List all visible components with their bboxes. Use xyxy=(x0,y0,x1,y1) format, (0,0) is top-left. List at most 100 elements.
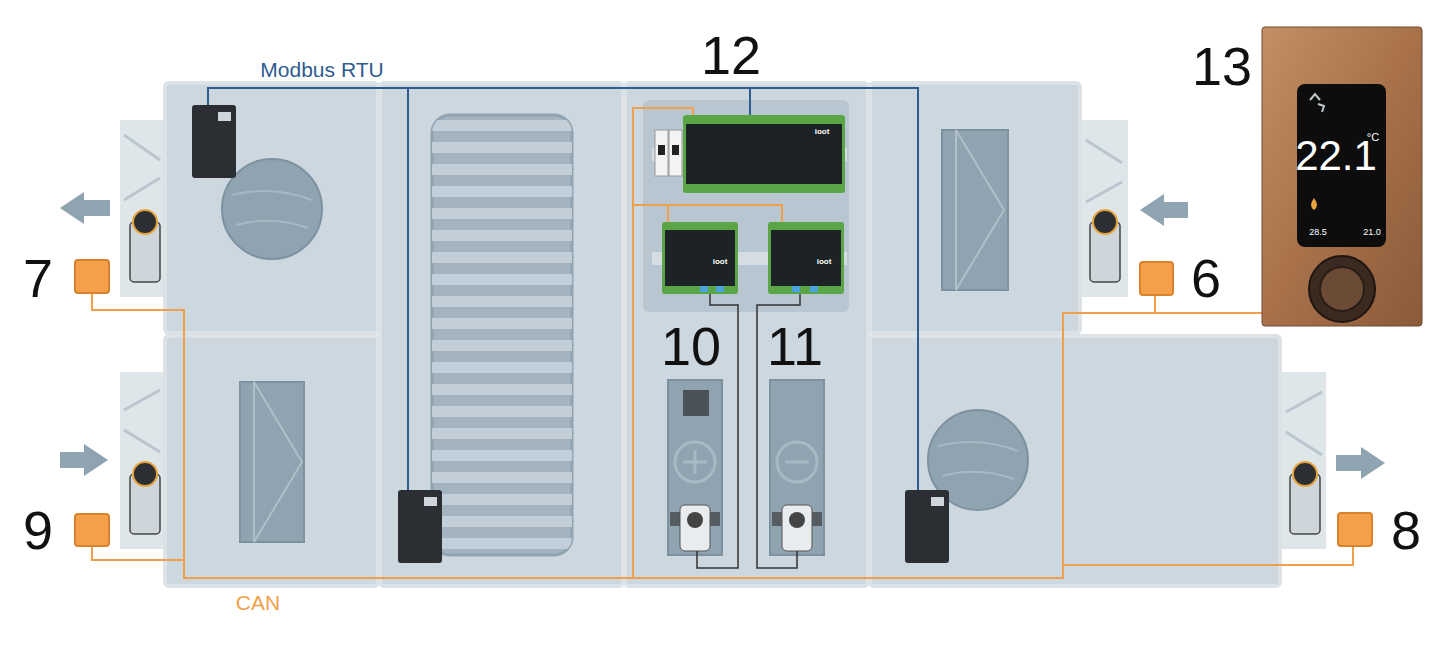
airflow-arrow xyxy=(1336,447,1385,479)
control-panel xyxy=(665,230,735,286)
display-reading: 21.0 xyxy=(1363,228,1381,237)
coil xyxy=(770,380,824,555)
heat-exchanger-plate xyxy=(432,428,572,439)
damper-actuator xyxy=(133,210,157,234)
damper-blade xyxy=(1286,432,1322,455)
modbus-wire xyxy=(208,88,918,490)
heat-exchanger-plate xyxy=(432,538,572,549)
damper-panel xyxy=(120,372,166,549)
fan xyxy=(222,159,322,259)
sensor xyxy=(75,260,1372,546)
control-panel xyxy=(658,145,665,155)
brand-logo: ioot xyxy=(817,258,832,266)
damper-panel xyxy=(120,120,166,297)
room-thermostat xyxy=(1311,198,1317,210)
control-panel xyxy=(792,286,800,292)
airflow-arrow xyxy=(60,192,110,224)
damper-actuator xyxy=(1293,462,1317,486)
pump xyxy=(687,512,703,528)
control-panel xyxy=(655,130,668,176)
heat-exchanger-plate xyxy=(432,274,572,285)
coil xyxy=(785,461,809,464)
callout-number: 10 xyxy=(661,319,721,373)
callout-number: 9 xyxy=(23,503,53,557)
modbus-wire xyxy=(407,88,409,490)
heat-exchanger-plate xyxy=(432,494,572,505)
can-wire xyxy=(92,293,1262,578)
modbus-wire xyxy=(749,88,751,115)
heat-exchanger-plate xyxy=(432,164,572,175)
control-panel xyxy=(672,145,679,155)
frequency-drive xyxy=(905,490,949,563)
heat-exchanger-plate xyxy=(432,142,572,153)
sensor xyxy=(1140,262,1173,295)
heat-exchanger-plate xyxy=(432,186,572,197)
bus-label: CAN xyxy=(236,592,280,613)
control-panel xyxy=(810,286,818,292)
heat-exchanger-plate xyxy=(432,230,572,241)
heat-exchanger-plate xyxy=(432,208,572,219)
airflow-arrow xyxy=(60,444,108,476)
control-panel xyxy=(683,115,845,193)
filter xyxy=(240,130,1008,542)
coil xyxy=(683,450,707,474)
coil xyxy=(675,442,715,482)
brand-logo: ioot xyxy=(713,258,728,266)
pump xyxy=(680,505,710,551)
filter xyxy=(254,382,302,542)
heat-exchanger-plate xyxy=(432,296,572,307)
heat-exchanger-plate xyxy=(432,120,572,549)
frequency-drive xyxy=(398,490,442,563)
heat-exchanger xyxy=(432,115,572,555)
pump xyxy=(782,505,812,551)
damper-blade xyxy=(124,135,160,160)
heat-exchanger-plate xyxy=(432,516,572,527)
control-panel xyxy=(716,286,724,292)
control-panel xyxy=(768,222,844,294)
damper-blade xyxy=(124,390,160,410)
filter xyxy=(240,382,304,542)
fan-blade xyxy=(232,191,312,200)
heat-exchanger-plate xyxy=(432,406,572,417)
frequency-drive xyxy=(218,112,231,121)
coil xyxy=(777,442,817,482)
pump xyxy=(670,505,822,551)
unit-section xyxy=(870,336,1280,586)
fan xyxy=(222,159,1028,510)
bus-label: Modbus RTU xyxy=(260,59,383,80)
callout-number: 11 xyxy=(767,319,823,373)
damper-actuator xyxy=(133,462,157,486)
fan-blade xyxy=(232,191,1018,479)
control-panel xyxy=(662,222,738,294)
callout-number: 13 xyxy=(1192,39,1252,93)
frequency-drive xyxy=(931,497,944,506)
sensor xyxy=(75,260,109,293)
filter xyxy=(942,130,1008,290)
pump xyxy=(789,512,805,528)
unit-section xyxy=(870,83,1080,333)
frequency-drive xyxy=(192,105,949,563)
damper-blade xyxy=(1086,140,1122,163)
heat-exchanger-plate xyxy=(432,472,572,483)
damper-actuator xyxy=(130,210,1320,534)
display-reading: 28.5 xyxy=(1309,228,1327,237)
room-thermostat xyxy=(1262,27,1422,326)
filter xyxy=(956,130,1004,290)
damper-panel xyxy=(1080,120,1128,297)
damper-blade xyxy=(124,178,160,200)
callout-number: 12 xyxy=(701,28,761,82)
display-reading: 22.1 xyxy=(1295,135,1377,177)
can-wire xyxy=(633,205,782,578)
room-thermostat xyxy=(1320,267,1364,311)
modbus-wire xyxy=(208,88,918,490)
sensor xyxy=(1338,513,1372,546)
room-thermostat xyxy=(1309,256,1375,322)
can-wire xyxy=(92,108,1353,578)
control-panel xyxy=(669,130,682,176)
control-panel xyxy=(771,230,841,286)
can-wire xyxy=(633,108,693,205)
airflow-arrow xyxy=(60,192,1385,479)
damper-actuator xyxy=(1093,210,1117,234)
heat-exchanger-plate xyxy=(432,340,572,351)
